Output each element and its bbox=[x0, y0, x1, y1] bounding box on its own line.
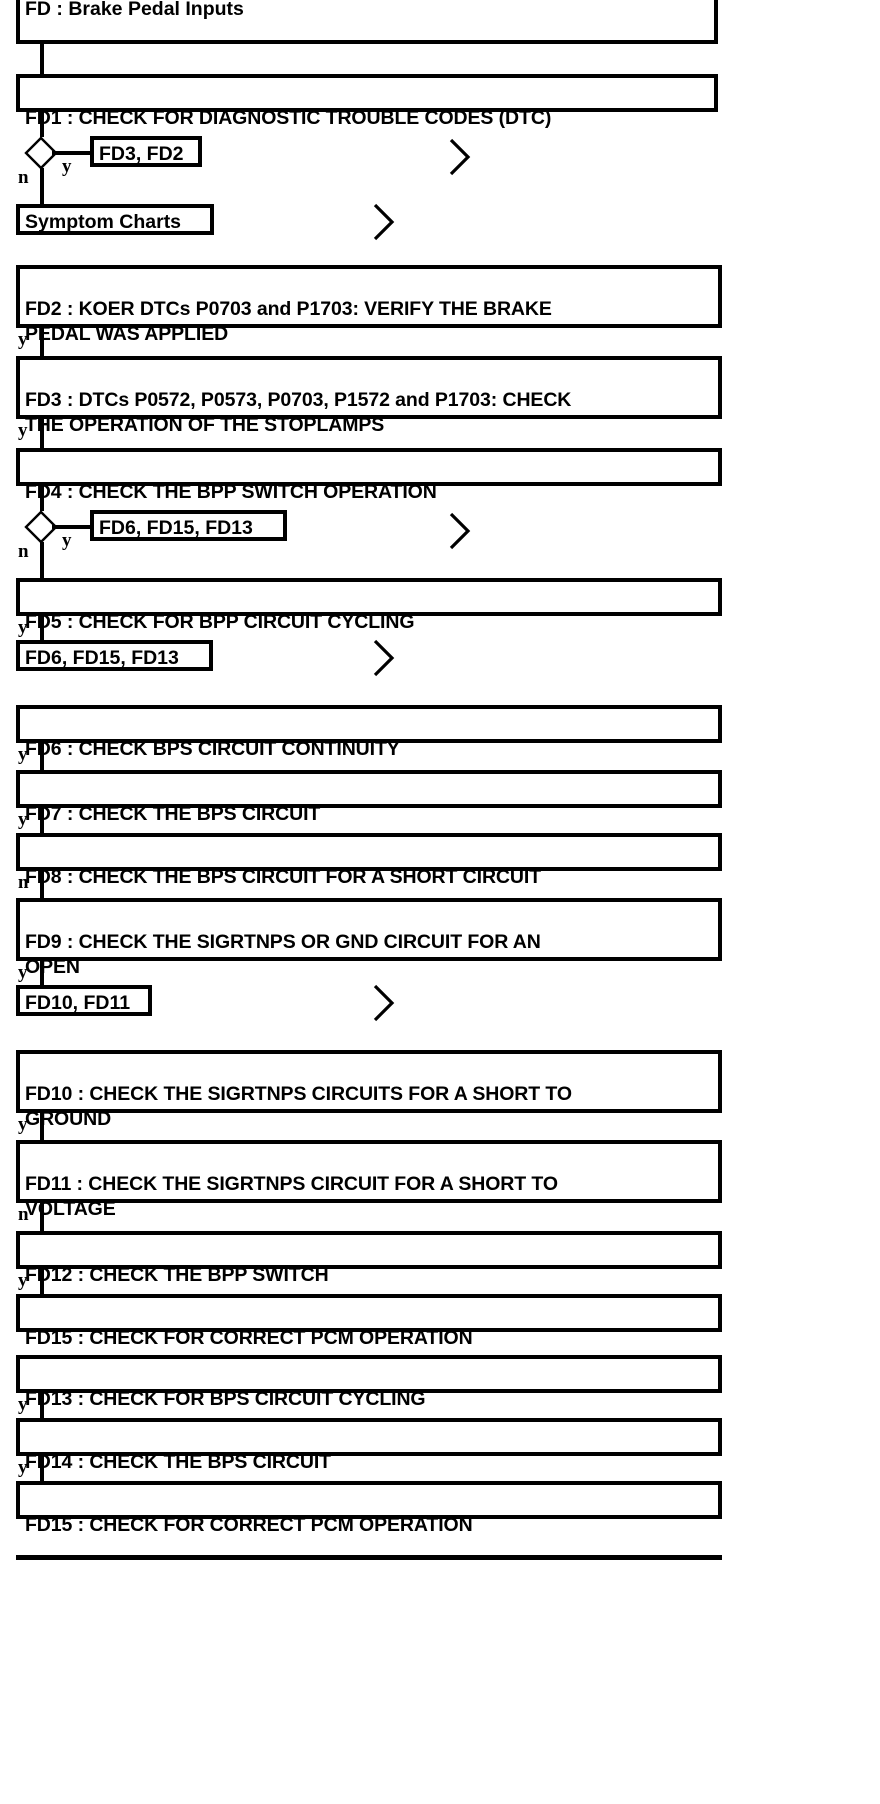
connector-fd6-to-fd7 bbox=[40, 741, 44, 773]
step-label-fd3: FD3 : DTCs P0572, P0573, P0703, P1572 an… bbox=[25, 389, 572, 436]
branch-label-yes-fd7: y bbox=[18, 809, 28, 830]
step-label-fd15-b: FD15 : CHECK FOR CORRECT PCM OPERATION bbox=[25, 1514, 473, 1536]
connector-fd9-to-ref bbox=[40, 959, 44, 987]
step-label-fd13: FD13 : CHECK FOR BPS CIRCUIT CYCLING bbox=[25, 1388, 426, 1410]
step-box-fd13[interactable]: FD13 : CHECK FOR BPS CIRCUIT CYCLING bbox=[16, 1355, 722, 1410]
reference-tag-fd6-fd15-fd13-b[interactable]: FD6, FD15, FD13 bbox=[16, 640, 213, 671]
step-box-fd2[interactable]: FD2 : KOER DTCs P0703 and P1703: VERIFY … bbox=[16, 265, 722, 345]
step-label-fd2: FD2 : KOER DTCs P0703 and P1703: VERIFY … bbox=[25, 298, 552, 345]
connector-decision2-yes bbox=[52, 525, 92, 529]
step-box-fd14[interactable]: FD14 : CHECK THE BPS CIRCUIT bbox=[16, 1418, 722, 1473]
branch-label-no-fd11: n bbox=[18, 1204, 29, 1225]
page-title: FD : Brake Pedal Inputs bbox=[25, 0, 244, 20]
step-box-fd5[interactable]: FD5 : CHECK FOR BPP CIRCUIT CYCLING bbox=[16, 578, 722, 633]
branch-label-no-1: n bbox=[18, 167, 29, 188]
branch-label-yes-fd2: y bbox=[18, 329, 28, 350]
step-box-fd7[interactable]: FD7 : CHECK THE BPS CIRCUIT bbox=[16, 770, 722, 825]
step-label-fd11: FD11 : CHECK THE SIGRTNPS CIRCUIT FOR A … bbox=[25, 1173, 558, 1220]
branch-label-yes-fd10: y bbox=[18, 1114, 28, 1135]
step-label-fd12: FD12 : CHECK THE BPP SWITCH bbox=[25, 1264, 329, 1286]
step-box-fd6[interactable]: FD6 : CHECK BPS CIRCUIT CONTINUITY bbox=[16, 705, 722, 760]
connector-fd5-to-ref bbox=[40, 614, 44, 642]
step-label-fd7: FD7 : CHECK THE BPS CIRCUIT bbox=[25, 803, 321, 825]
branch-label-yes-fd14: y bbox=[18, 1457, 28, 1478]
page-continuation-chevron-3 bbox=[445, 511, 475, 551]
step-box-fd3[interactable]: FD3 : DTCs P0572, P0573, P0703, P1572 an… bbox=[16, 356, 722, 436]
branch-label-yes-fd6: y bbox=[18, 744, 28, 765]
step-label-fd9: FD9 : CHECK THE SIGRTNPS OR GND CIRCUIT … bbox=[25, 931, 541, 978]
step-label-fd1: FD1 : CHECK FOR DIAGNOSTIC TROUBLE CODES… bbox=[25, 107, 552, 129]
reference-label: FD6, FD15, FD13 bbox=[25, 647, 179, 669]
step-box-fd1[interactable]: FD1 : CHECK FOR DIAGNOSTIC TROUBLE CODES… bbox=[16, 74, 718, 129]
diagram-title-banner: FD : Brake Pedal Inputs bbox=[16, 0, 718, 44]
branch-label-yes-fd13: y bbox=[18, 1394, 28, 1415]
branch-label-no-2: n bbox=[18, 541, 29, 562]
connector-fd7-to-fd8 bbox=[40, 806, 44, 838]
page-continuation-chevron-1 bbox=[445, 137, 475, 177]
step-box-fd15-b[interactable]: FD15 : CHECK FOR CORRECT PCM OPERATION bbox=[16, 1481, 722, 1536]
branch-label-yes-fd3: y bbox=[18, 420, 28, 441]
connector-fd14-to-fd15b bbox=[40, 1454, 44, 1486]
connector-fd12-to-fd15a bbox=[40, 1267, 44, 1299]
page-bottom-rule bbox=[16, 1555, 722, 1560]
branch-label-yes-fd5: y bbox=[18, 617, 28, 638]
step-label-fd4: FD4 : CHECK THE BPP SWITCH OPERATION bbox=[25, 481, 437, 503]
reference-label: Symptom Charts bbox=[25, 211, 182, 233]
reference-tag-fd10-fd11[interactable]: FD10, FD11 bbox=[16, 985, 152, 1016]
connector-fd13-to-fd14 bbox=[40, 1391, 44, 1423]
connector-fd1-to-decision1 bbox=[40, 110, 44, 137]
connector-fd4-to-decision2 bbox=[40, 484, 44, 511]
connector-fd8-to-fd9 bbox=[40, 869, 44, 901]
step-label-fd15-a: FD15 : CHECK FOR CORRECT PCM OPERATION bbox=[25, 1327, 473, 1349]
connector-fd10-to-fd11 bbox=[40, 1111, 44, 1143]
reference-label: FD6, FD15, FD13 bbox=[99, 517, 253, 539]
step-label-fd5: FD5 : CHECK FOR BPP CIRCUIT CYCLING bbox=[25, 611, 415, 633]
page-continuation-chevron-5 bbox=[369, 983, 399, 1023]
step-box-fd10[interactable]: FD10 : CHECK THE SIGRTNPS CIRCUITS FOR A… bbox=[16, 1050, 722, 1130]
branch-label-yes-1: y bbox=[62, 156, 72, 177]
branch-label-yes-2: y bbox=[62, 530, 72, 551]
connector-title-to-fd1 bbox=[40, 44, 44, 76]
branch-label-yes-fd12: y bbox=[18, 1270, 28, 1291]
page-continuation-chevron-2 bbox=[369, 202, 399, 242]
connector-decision2-no bbox=[40, 542, 44, 580]
step-label-fd8: FD8 : CHECK THE BPS CIRCUIT FOR A SHORT … bbox=[25, 866, 542, 888]
step-box-fd4[interactable]: FD4 : CHECK THE BPP SWITCH OPERATION bbox=[16, 448, 722, 503]
connector-fd11-to-fd12 bbox=[40, 1201, 44, 1233]
reference-tag-fd3-fd2[interactable]: FD3, FD2 bbox=[90, 136, 202, 167]
reference-tag-fd6-fd15-fd13-a[interactable]: FD6, FD15, FD13 bbox=[90, 510, 287, 541]
step-box-fd11[interactable]: FD11 : CHECK THE SIGRTNPS CIRCUIT FOR A … bbox=[16, 1140, 722, 1220]
step-box-fd8[interactable]: FD8 : CHECK THE BPS CIRCUIT FOR A SHORT … bbox=[16, 833, 722, 888]
connector-fd3-to-fd4 bbox=[40, 417, 44, 449]
connector-fd2-to-fd3 bbox=[40, 326, 44, 358]
step-label-fd10: FD10 : CHECK THE SIGRTNPS CIRCUITS FOR A… bbox=[25, 1083, 572, 1130]
reference-tag-symptom-charts[interactable]: Symptom Charts bbox=[16, 204, 214, 235]
reference-label: FD3, FD2 bbox=[99, 143, 184, 165]
step-label-fd6: FD6 : CHECK BPS CIRCUIT CONTINUITY bbox=[25, 738, 400, 760]
connector-decision1-no bbox=[40, 168, 44, 206]
branch-label-yes-fd9: y bbox=[18, 962, 28, 983]
branch-label-no-fd8: n bbox=[18, 872, 29, 893]
step-box-fd12[interactable]: FD12 : CHECK THE BPP SWITCH bbox=[16, 1231, 722, 1286]
page-continuation-chevron-4 bbox=[369, 638, 399, 678]
step-box-fd15-a[interactable]: FD15 : CHECK FOR CORRECT PCM OPERATION bbox=[16, 1294, 722, 1349]
step-box-fd9[interactable]: FD9 : CHECK THE SIGRTNPS OR GND CIRCUIT … bbox=[16, 898, 722, 978]
reference-label: FD10, FD11 bbox=[25, 992, 131, 1014]
step-label-fd14: FD14 : CHECK THE BPS CIRCUIT bbox=[25, 1451, 331, 1473]
connector-decision1-yes bbox=[52, 151, 92, 155]
